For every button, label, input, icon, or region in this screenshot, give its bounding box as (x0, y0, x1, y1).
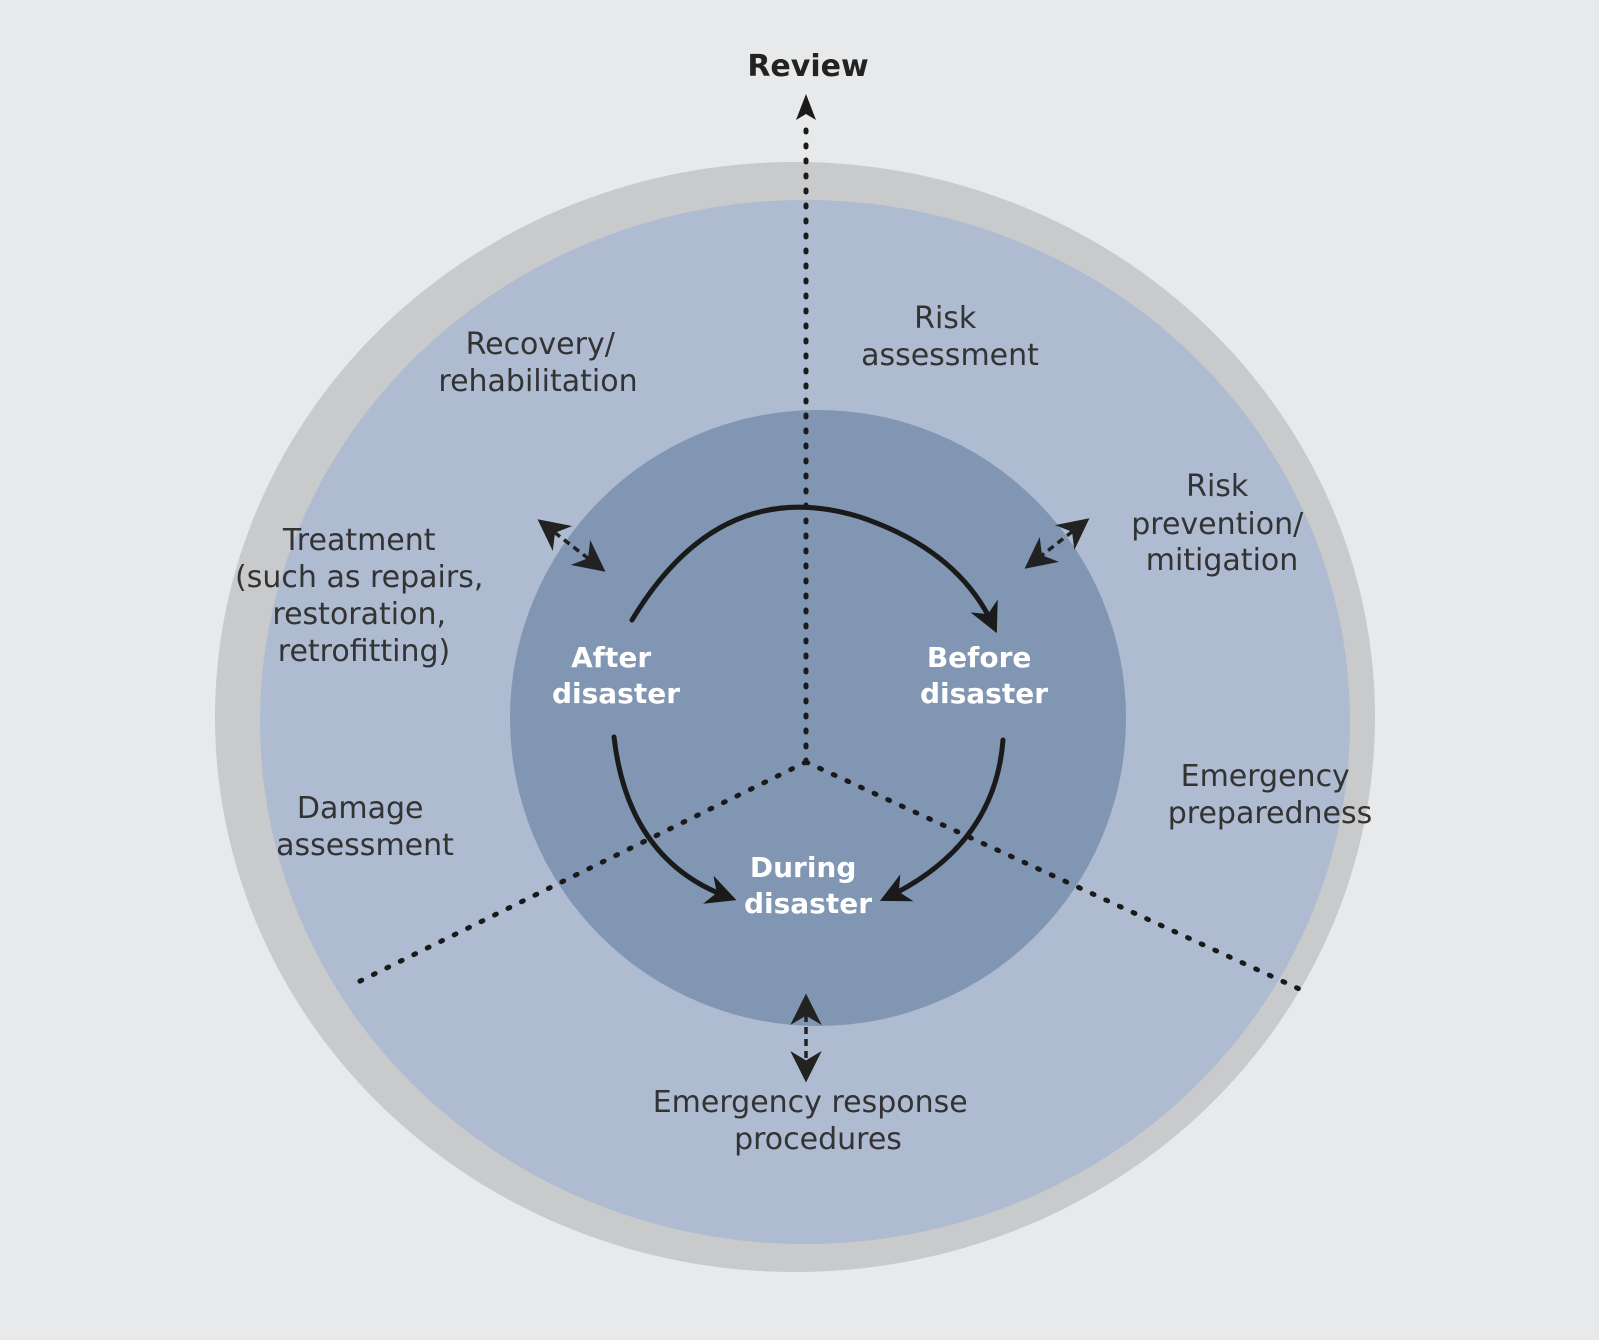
before-disaster-label: Before disaster (920, 641, 1048, 710)
emergency-response-label: Emergency response procedures (653, 1085, 978, 1157)
treatment-label: Treatment (such as repairs, restoration,… (235, 523, 493, 669)
emergency-preparedness-label: Emergency preparedness (1168, 759, 1373, 831)
cycle-arrows (611, 504, 1006, 904)
divider-left (349, 759, 809, 988)
cycle-arrow-right-icon (879, 737, 1006, 902)
link-arrows (537, 518, 1090, 1083)
inner-circle (510, 410, 1126, 1026)
risk-prevention-label: Risk prevention/ mitigation (1131, 469, 1313, 578)
recovery-label: Recovery/ rehabilitation (438, 327, 637, 399)
cycle-arrow-top-icon (629, 504, 998, 634)
risk-assessment-label: Risk assessment (861, 301, 1039, 373)
cycle-arrow-left-icon (611, 734, 737, 904)
divider-right (803, 759, 1311, 996)
after-disaster-label: After disaster (552, 641, 680, 710)
damage-assessment-label: Damage assessment (276, 791, 454, 863)
review-label: Review (747, 49, 868, 84)
link-arrow-right-icon (1024, 518, 1090, 569)
review-arrow-icon (796, 94, 816, 120)
during-disaster-label: During disaster (744, 851, 872, 920)
dotted-dividers (349, 115, 1311, 996)
